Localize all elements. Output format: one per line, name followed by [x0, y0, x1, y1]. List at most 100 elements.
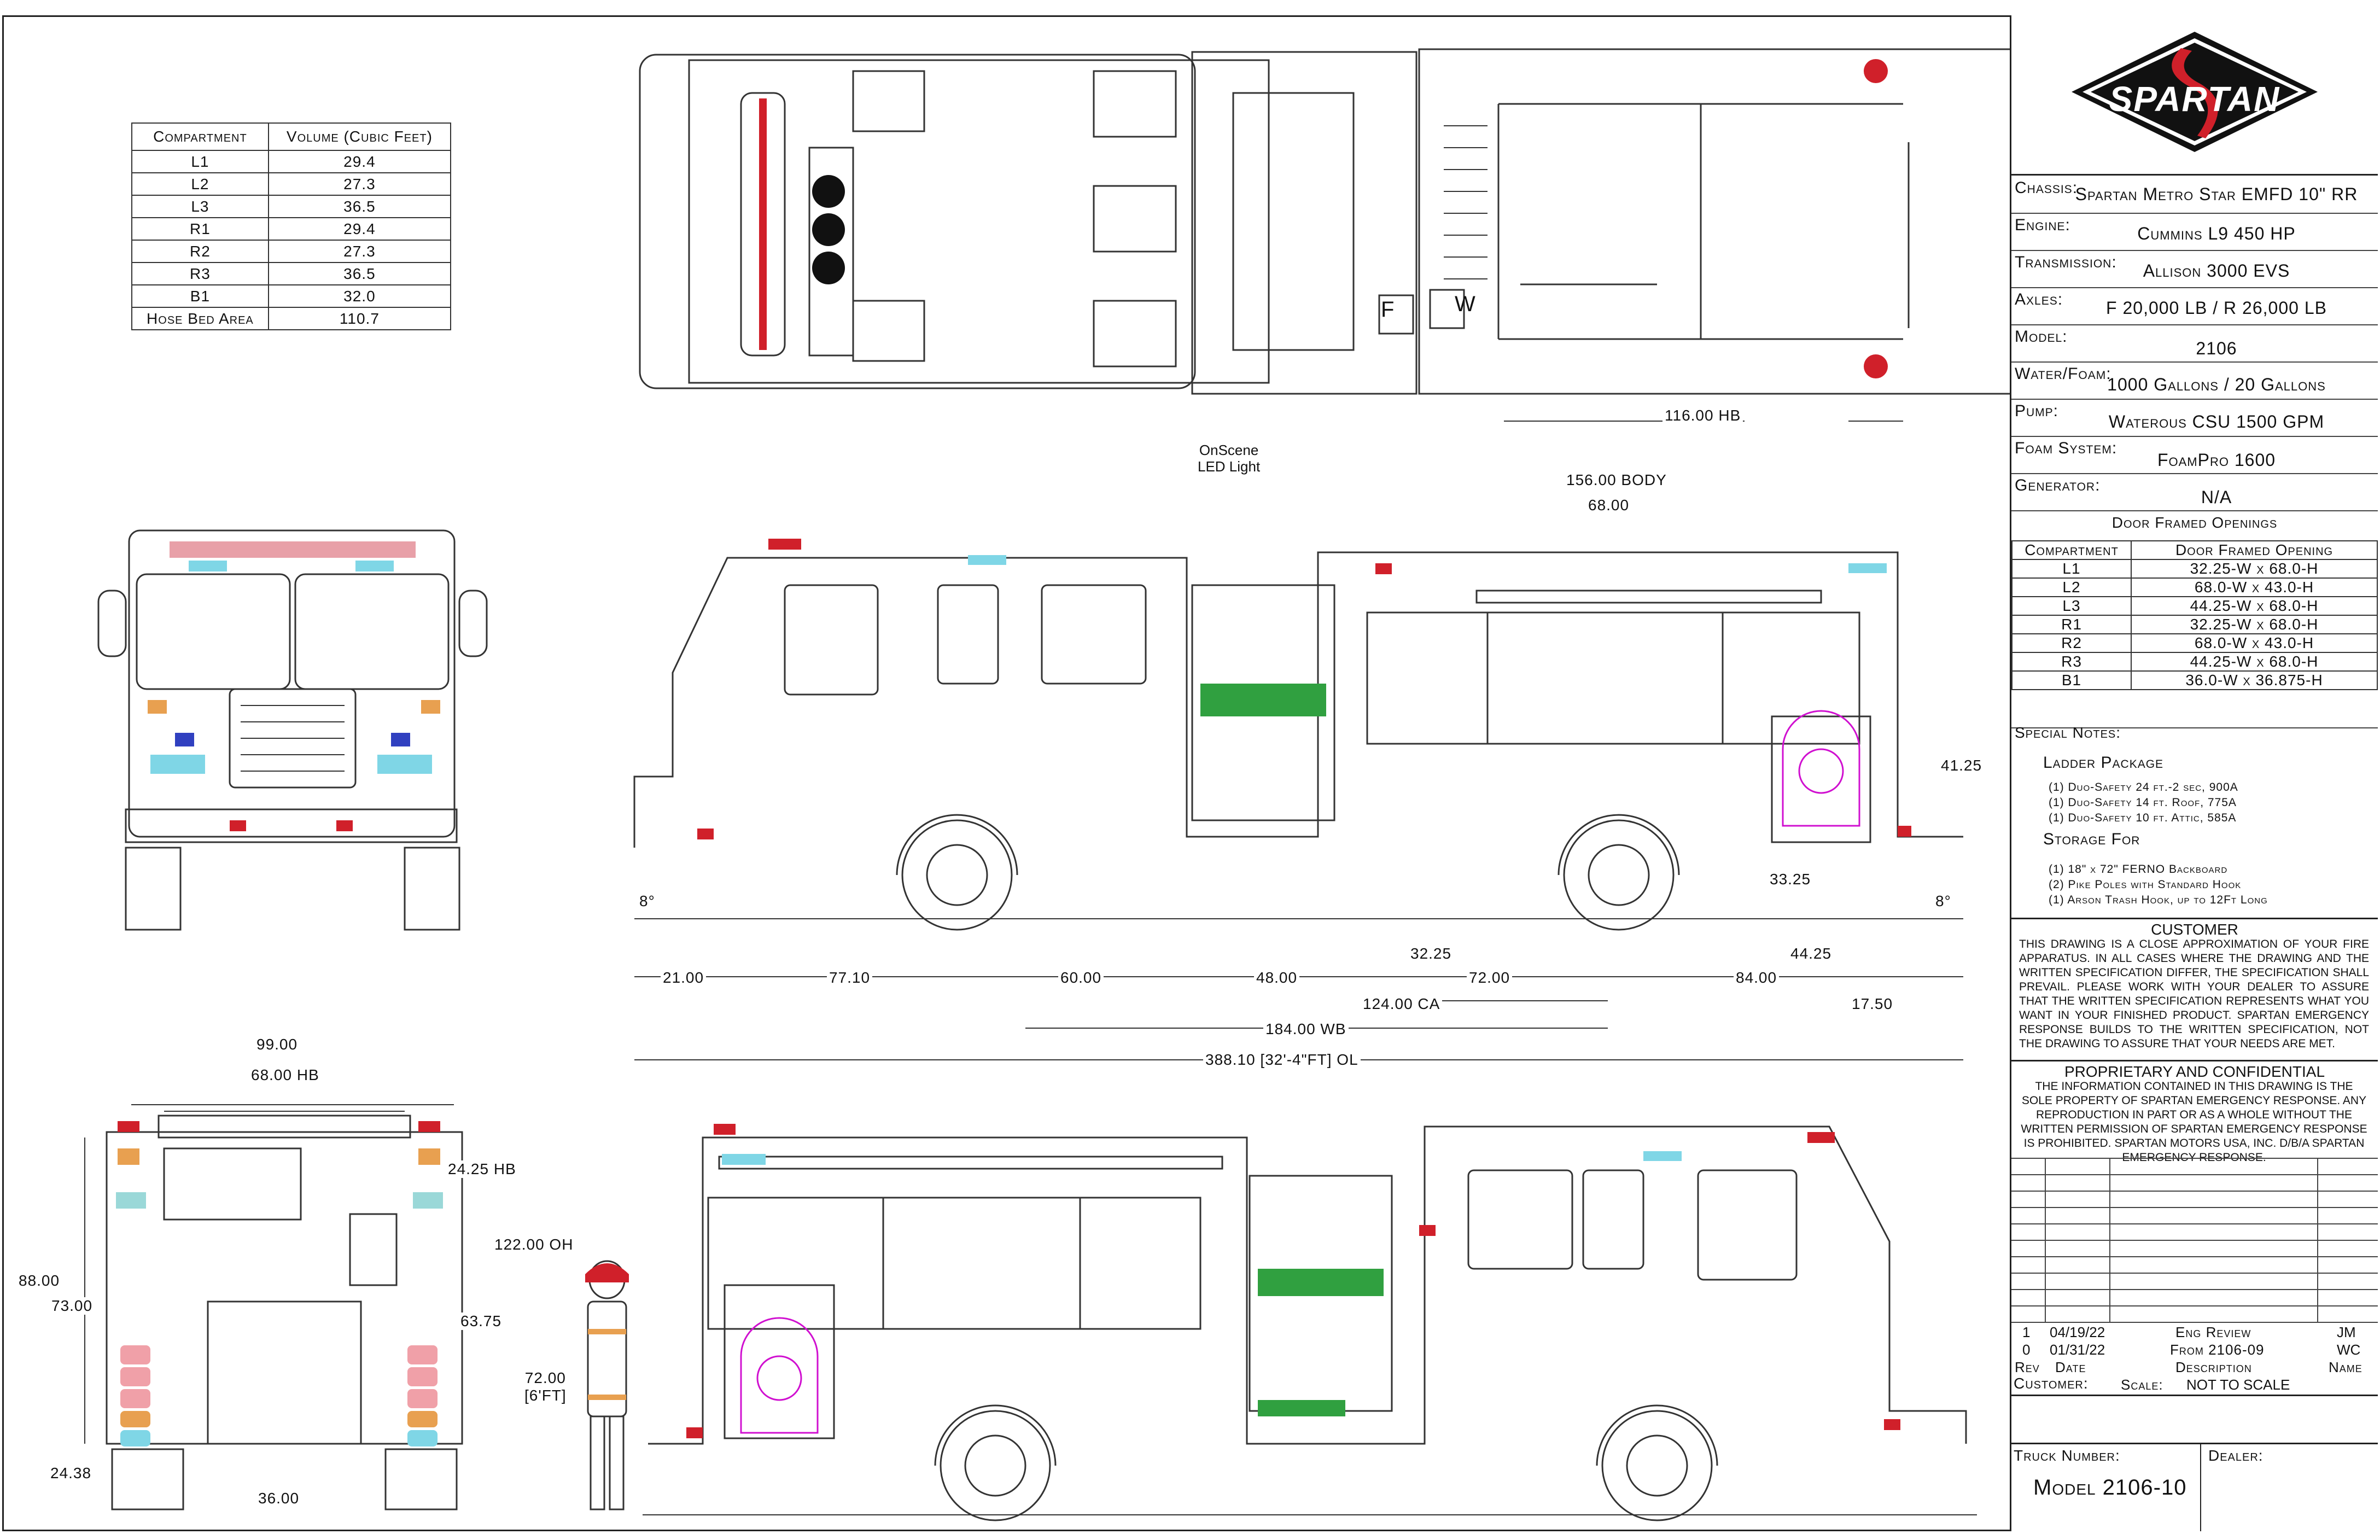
spec-pump: Pump: Waterous CSU 1500 GPM: [2011, 400, 2378, 437]
rear-dim-24-25-hb: 24.25 HB: [446, 1160, 518, 1178]
truck-number-label: Truck Number:: [2014, 1447, 2120, 1464]
onscene-label-line1: OnScene: [1199, 442, 1259, 458]
revision-header: Date: [2055, 1359, 2086, 1375]
revision-cell: From 2106-09: [2170, 1341, 2265, 1358]
onscene-label-line2: LED Light: [1198, 458, 1261, 475]
rear-dim-24-38: 24.38: [48, 1465, 94, 1482]
dim-77-10: 77.10: [827, 969, 873, 987]
door-cell: L2: [2011, 578, 2132, 597]
door-openings-title: Door Framed Openings: [2011, 514, 2378, 532]
volume-cell: R2: [131, 240, 269, 263]
dim-41-25: 41.25: [1939, 757, 1985, 774]
door-cell: L1: [2011, 559, 2132, 579]
spec-axles: Axles: F 20,000 LB / R 26,000 LB: [2011, 288, 2378, 325]
right-side-view-drawing: [643, 1124, 1977, 1521]
volume-cell: 32.0: [267, 284, 452, 308]
door-cell: B1: [2011, 670, 2132, 690]
volume-cell: R1: [131, 217, 269, 241]
revision-cell: 01/31/22: [2050, 1341, 2105, 1358]
ladder-items: (1) Duo-Safety 24 ft.-2 sec, 900A (1) Du…: [2049, 780, 2238, 826]
rear-dim-99: 99.00: [254, 1036, 300, 1053]
spec-model: Model: 2106: [2011, 325, 2378, 363]
angle-approach: 8°: [637, 892, 657, 910]
ladder-package-title: Ladder Package: [2043, 754, 2164, 772]
dim-68: 68.00: [1586, 497, 1632, 514]
ladder-item: (1) Duo-Safety 10 ft. Attic, 585A: [2049, 812, 2237, 824]
spec-generator-value: N/A: [2201, 487, 2232, 507]
dim-184-wb: 184.00 WB: [1263, 1020, 1349, 1038]
spec-foam-system-value: FoamPro 1600: [2157, 450, 2276, 470]
truck-number-value: Model 2106-10: [2033, 1475, 2187, 1500]
top-view-water-mark: W: [1455, 292, 1475, 316]
revision-row: 0 01/31/22 From 2106-09 WC: [2011, 1341, 2378, 1359]
volume-cell: L1: [131, 150, 269, 173]
spec-engine: Engine: Cummins L9 450 HP: [2011, 214, 2378, 251]
spec-transmission-value: Allison 3000 EVS: [2143, 261, 2290, 281]
spec-foam-system: Foam System: FoamPro 1600: [2011, 437, 2378, 474]
dim-60: 60.00: [1058, 969, 1104, 987]
dim-116-hb: 116.00 HB: [1662, 407, 1743, 424]
person-height-label: 72.00 [6'FT]: [522, 1369, 569, 1404]
door-openings-title-text: Door Framed Openings: [2111, 514, 2278, 531]
scale-value: NOT TO SCALE: [2186, 1376, 2290, 1393]
volume-cell: 29.4: [267, 217, 452, 241]
door-header-compartment: Compartment: [2011, 540, 2132, 560]
spartan-logo-text: SPARTAN: [2109, 79, 2280, 119]
dim-48: 48.00: [1254, 969, 1300, 987]
dealer-label: Dealer:: [2208, 1447, 2264, 1464]
special-notes-title: Special Notes:: [2015, 724, 2121, 741]
spec-pump-label: Pump:: [2015, 402, 2059, 420]
volume-cell: Hose Bed Area: [131, 307, 269, 330]
spec-chassis-label: Chassis:: [2015, 179, 2078, 197]
door-cell: 32.25-W x 68.0-H: [2131, 615, 2378, 634]
volume-cell: 27.3: [267, 240, 452, 263]
spec-water-foam-label: Water/Foam:: [2015, 365, 2111, 383]
firefighter-silhouette: [585, 1260, 629, 1510]
title-block: SPARTAN Chassis: Spartan Metro Star EMFD…: [2010, 15, 2378, 1531]
rear-dim-88: 88.00: [16, 1272, 62, 1290]
revision-cell: 04/19/22: [2050, 1324, 2105, 1340]
dim-32-25: 32.25: [1408, 945, 1454, 962]
spec-foam-system-label: Foam System:: [2015, 439, 2118, 457]
door-cell: 44.25-W x 68.0-H: [2131, 652, 2378, 672]
scale-row: Scale: NOT TO SCALE: [2011, 1376, 2378, 1395]
top-view-drawing: [639, 48, 2041, 438]
spec-transmission-label: Transmission:: [2015, 253, 2117, 271]
volume-cell: 110.7: [267, 307, 452, 330]
spec-chassis-value: Spartan Metro Star EMFD 10" RR: [2075, 184, 2358, 204]
revision-grid: [2011, 1158, 2378, 1323]
onscene-label: OnScene LED Light: [1198, 442, 1260, 475]
rear-dim-68-hb: 68.00 HB: [249, 1066, 322, 1084]
dim-44-25: 44.25: [1788, 945, 1834, 962]
revision-cell: 1: [2022, 1324, 2031, 1340]
revision-header: Rev: [2015, 1359, 2040, 1375]
spec-axles-value: F 20,000 LB / R 26,000 LB: [2106, 298, 2327, 318]
angle-departure: 8°: [1933, 892, 1953, 910]
spec-pump-value: Waterous CSU 1500 GPM: [2108, 412, 2325, 431]
person-height-inches: 72.00: [524, 1369, 566, 1386]
storage-title: Storage For: [2043, 830, 2140, 848]
door-cell: 44.25-W x 68.0-H: [2131, 596, 2378, 616]
revision-cell: JM: [2337, 1324, 2356, 1340]
dim-84: 84.00: [1734, 969, 1780, 987]
door-cell: 68.0-W x 43.0-H: [2131, 578, 2378, 597]
volume-cell: 29.4: [267, 150, 452, 173]
left-side-view-drawing: [633, 539, 1963, 931]
customer-notice-title: CUSTOMER: [2151, 921, 2238, 938]
spec-generator: Generator: N/A: [2011, 474, 2378, 511]
spec-chassis: Chassis: Spartan Metro Star EMFD 10" RR: [2011, 177, 2378, 214]
door-cell: 68.0-W x 43.0-H: [2131, 633, 2378, 653]
volume-header-compartment: Compartment: [131, 122, 269, 151]
dimension-lines: [634, 976, 1963, 1060]
revision-header-row: Rev Date Description Name: [2011, 1359, 2378, 1376]
volume-header-volume: Volume (Cubic Feet): [267, 122, 452, 151]
spec-generator-label: Generator:: [2015, 476, 2101, 494]
storage-item: (2) Pike Poles with Standard Hook: [2049, 878, 2242, 891]
storage-item: (1) 18" x 72" FERNO Backboard: [2049, 863, 2228, 876]
ladder-item: (1) Duo-Safety 24 ft.-2 sec, 900A: [2049, 781, 2238, 794]
spec-engine-value: Cummins L9 450 HP: [2137, 224, 2296, 243]
volume-cell: L2: [131, 172, 269, 196]
spec-model-label: Model:: [2015, 328, 2068, 346]
volume-cell: R3: [131, 262, 269, 285]
